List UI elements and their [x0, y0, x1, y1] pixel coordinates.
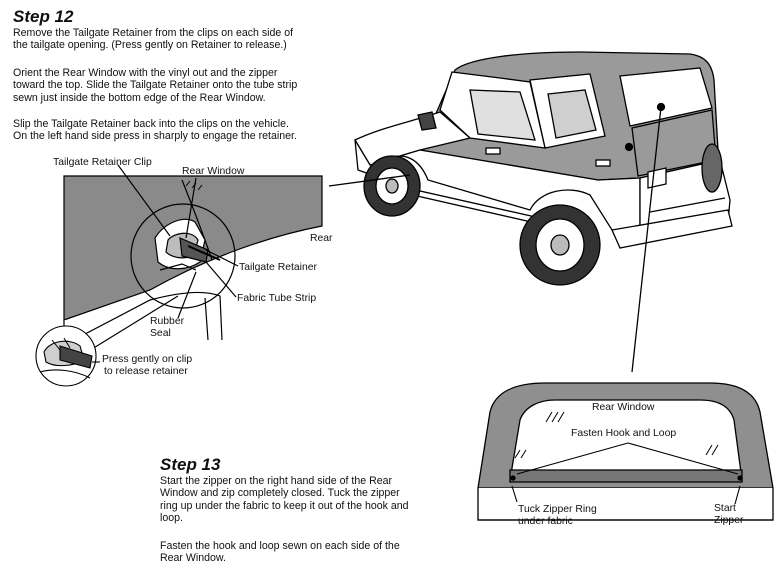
step-13-paragraph-2: Fasten the hook and loop sewn on each si…	[160, 540, 400, 565]
label-fasten-hook-loop: Fasten Hook and Loop	[571, 428, 677, 439]
label-tailgate-retainer-clip: Tailgate Retainer Clip	[53, 157, 152, 168]
label-rear-window-detail: Rear Window	[182, 166, 245, 177]
vehicle-illustration	[328, 51, 733, 373]
text-line: Start the zipper on the right hand side …	[160, 475, 393, 487]
text-line: Press gently on clip	[102, 354, 193, 365]
text-line: Tuck Zipper Ring	[518, 504, 597, 515]
text-line: sewn just inside the bottom edge of the …	[13, 91, 266, 104]
text-line: under fabric	[518, 516, 573, 527]
label-fabric-tube-strip: Fabric Tube Strip	[237, 293, 317, 304]
step-13-title: Step 13	[160, 455, 221, 474]
label-start-zipper: Start Zipper	[714, 503, 743, 527]
text-line: Rubber	[150, 316, 185, 327]
text-line: Seal	[150, 328, 171, 339]
step-13-paragraph-1: Start the zipper on the right hand side …	[160, 475, 409, 525]
label-tailgate-retainer: Tailgate Retainer	[239, 262, 317, 273]
text-line: Zipper	[714, 515, 744, 526]
text-line: Orient the Rear Window with the vinyl ou…	[13, 67, 278, 79]
step-12-title: Step 12	[13, 7, 74, 26]
text-line: Start	[714, 503, 736, 514]
press-gently-inset	[35, 325, 100, 387]
text-line: Rear Window.	[160, 552, 226, 565]
text-line: the tailgate opening. (Press gently on R…	[13, 39, 287, 52]
rear-window-panel-illustration	[477, 382, 774, 521]
text-line: Remove the Tailgate Retainer from the cl…	[13, 27, 294, 39]
text-line: Slip the Tailgate Retainer back into the…	[13, 118, 289, 130]
text-line: Window and zip completely closed. Tuck t…	[160, 487, 400, 500]
label-press-gently: Press gently on clip to release retainer	[102, 354, 192, 378]
step-12-paragraph-3: Slip the Tailgate Retainer back into the…	[13, 118, 297, 143]
text-line: toward the top. Slide the Tailgate Retai…	[13, 79, 298, 92]
label-rubber-seal: Rubber Seal	[150, 316, 184, 340]
label-rear: Rear	[310, 233, 333, 244]
text-line: On the left hand side press in sharply t…	[13, 130, 297, 143]
step-12-paragraph-2: Orient the Rear Window with the vinyl ou…	[13, 67, 297, 104]
text-line: ring up under the fabric to keep it out …	[160, 499, 409, 512]
text-line: Fasten the hook and loop sewn on each si…	[160, 540, 400, 552]
text-line: to release retainer	[104, 366, 188, 377]
step-12-paragraph-1: Remove the Tailgate Retainer from the cl…	[13, 27, 293, 52]
text-line: loop.	[160, 512, 183, 525]
label-tuck-zipper-ring: Tuck Zipper Ring under fabric	[518, 504, 597, 528]
label-rear-window-panel: Rear Window	[592, 402, 655, 413]
retainer-detail-illustration	[63, 164, 323, 350]
